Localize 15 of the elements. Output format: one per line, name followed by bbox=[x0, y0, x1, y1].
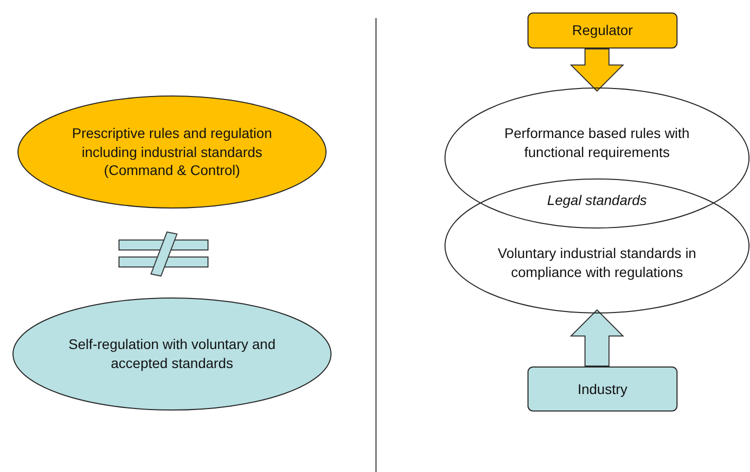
block-arrow bbox=[570, 48, 624, 92]
node-label: Industry bbox=[576, 380, 628, 398]
node-label: Prescriptive rules and regulation including industrial standards (Command & Control) bbox=[71, 124, 273, 180]
ellipse-node bbox=[17, 95, 327, 209]
overlap-label: Legal standards bbox=[547, 192, 647, 208]
ellipse-node bbox=[444, 178, 750, 314]
node-label: Self-regulation with voluntary and accepted standards bbox=[67, 335, 276, 373]
ellipse-node bbox=[444, 87, 750, 229]
node-label: Performance based rules with functional requirements bbox=[503, 124, 691, 162]
block-arrow bbox=[570, 309, 624, 366]
node-label: Regulator bbox=[571, 21, 634, 40]
process-box bbox=[527, 12, 678, 49]
node-label: Voluntary industrial standards in compliance with regulations bbox=[496, 244, 698, 282]
process-box bbox=[527, 366, 678, 412]
ellipse-node bbox=[12, 297, 332, 411]
